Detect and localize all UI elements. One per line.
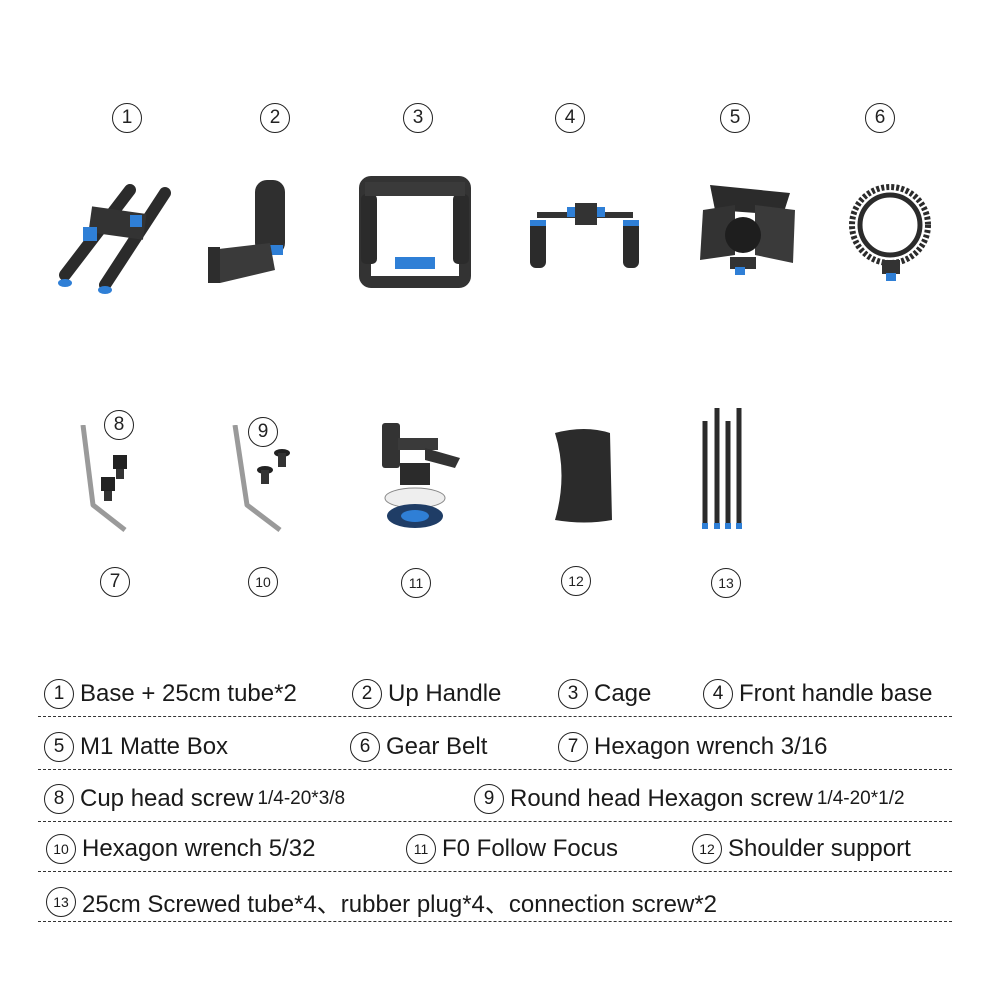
item-number-6: 6 bbox=[865, 103, 895, 133]
legend-spec-9: 1/4-20*1/2 bbox=[816, 788, 905, 809]
screwed-tube-image bbox=[702, 408, 742, 529]
legend-number-7: 7 bbox=[558, 732, 588, 762]
legend-entry-6: 6 Gear Belt bbox=[350, 732, 487, 762]
gear-belt-image bbox=[849, 184, 931, 281]
legend-number-11: 11 bbox=[406, 834, 436, 864]
item-number-13: 13 bbox=[711, 568, 741, 598]
legend-entry-3: 3 Cage bbox=[558, 679, 651, 709]
legend-number-3: 3 bbox=[558, 679, 588, 709]
legend-label-13: 25cm Screwed tube*4、rubber plug*4、connec… bbox=[82, 891, 718, 918]
legend-label-6: Gear Belt bbox=[386, 733, 488, 760]
front-handle-base-image bbox=[530, 203, 639, 268]
legend-label-3: Cage bbox=[594, 680, 652, 707]
legend-label-10: Hexagon wrench 5/32 bbox=[82, 835, 316, 862]
item-number-7: 7 bbox=[100, 567, 130, 597]
legend-label-4: Front handle base bbox=[739, 680, 933, 707]
legend-entry-10: 10 Hexagon wrench 5/32 bbox=[46, 834, 315, 864]
legend-spec-8: 1/4-20*3/8 bbox=[257, 788, 346, 809]
legend-entry-2: 2 Up Handle bbox=[352, 679, 501, 709]
legend-entry-13: 13 25cm Screwed tube*4、rubber plug*4、con… bbox=[46, 884, 717, 919]
legend-number-1: 1 bbox=[44, 679, 74, 709]
legend-label-2: Up Handle bbox=[388, 680, 502, 707]
cage-image bbox=[359, 176, 471, 288]
base-tube-image bbox=[58, 184, 171, 294]
item-number-3: 3 bbox=[403, 103, 433, 133]
item-number-5: 5 bbox=[720, 103, 750, 133]
legend-row-4: 10 Hexagon wrench 5/32 11 F0 Follow Focu… bbox=[38, 828, 952, 872]
legend-label-11: F0 Follow Focus bbox=[442, 835, 619, 862]
legend-entry-8: 8 Cup head screw 1/4-20*3/8 bbox=[44, 784, 345, 814]
legend-row-3: 8 Cup head screw 1/4-20*3/8 9 Round head… bbox=[38, 778, 952, 822]
legend-label-9: Round head Hexagon screw bbox=[510, 785, 813, 812]
item-number-1: 1 bbox=[112, 103, 142, 133]
item-number-8: 8 bbox=[104, 410, 134, 440]
round-head-screw-wrench-image bbox=[232, 425, 290, 532]
legend-entry-12: 12 Shoulder support bbox=[692, 834, 911, 864]
legend-entry-11: 11 F0 Follow Focus bbox=[406, 834, 618, 864]
matte-box-image bbox=[700, 185, 795, 275]
item-number-11: 11 bbox=[401, 568, 431, 598]
legend-number-10: 10 bbox=[46, 834, 76, 864]
legend-number-5: 5 bbox=[44, 732, 74, 762]
legend-number-8: 8 bbox=[44, 784, 74, 814]
item-number-2: 2 bbox=[260, 103, 290, 133]
legend-label-7: Hexagon wrench 3/16 bbox=[594, 733, 828, 760]
legend-number-2: 2 bbox=[352, 679, 382, 709]
legend-number-13: 13 bbox=[46, 886, 76, 917]
follow-focus-image bbox=[382, 423, 460, 528]
legend-entry-5: 5 M1 Matte Box bbox=[44, 732, 228, 762]
legend-label-1: Base + 25cm tube*2 bbox=[80, 680, 297, 707]
legend-entry-4: 4 Front handle base bbox=[703, 679, 932, 709]
cup-head-screw-wrench-image bbox=[80, 425, 127, 532]
legend-number-6: 6 bbox=[350, 732, 380, 762]
item-number-12: 12 bbox=[561, 566, 591, 596]
legend-number-12: 12 bbox=[692, 834, 722, 864]
up-handle-image bbox=[208, 180, 285, 283]
shoulder-support-image bbox=[555, 429, 612, 523]
legend-number-4: 4 bbox=[703, 679, 733, 709]
legend-label-8: Cup head screw bbox=[80, 785, 254, 812]
legend-entry-1: 1 Base + 25cm tube*2 bbox=[44, 679, 297, 709]
item-number-4: 4 bbox=[555, 103, 585, 133]
item-number-10: 10 bbox=[248, 567, 278, 597]
legend-row-2: 5 M1 Matte Box 6 Gear Belt 7 Hexagon wre… bbox=[38, 726, 952, 770]
legend-entry-7: 7 Hexagon wrench 3/16 bbox=[558, 732, 827, 762]
legend-label-12: Shoulder support bbox=[728, 835, 911, 862]
legend-number-9: 9 bbox=[474, 784, 504, 814]
item-number-9: 9 bbox=[248, 417, 278, 447]
legend-entry-9: 9 Round head Hexagon screw 1/4-20*1/2 bbox=[474, 784, 905, 814]
legend-row-1: 1 Base + 25cm tube*2 2 Up Handle 3 Cage … bbox=[38, 673, 952, 717]
legend-row-5: 13 25cm Screwed tube*4、rubber plug*4、con… bbox=[38, 878, 952, 922]
legend-label-5: M1 Matte Box bbox=[80, 733, 229, 760]
